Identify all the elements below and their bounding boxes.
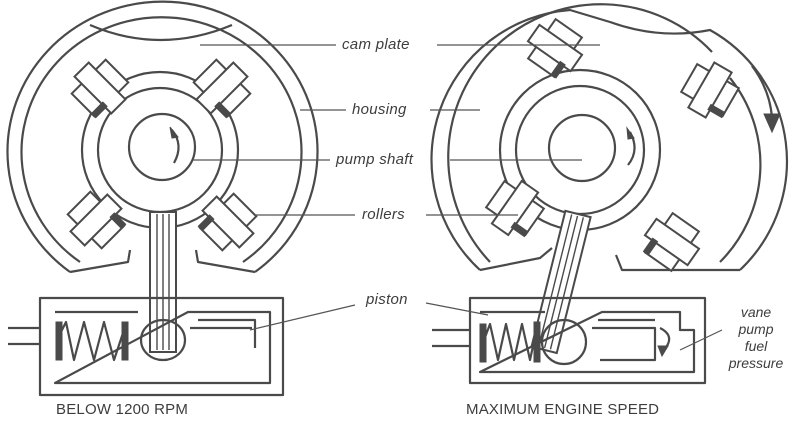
caption-maximum-engine-speed: MAXIMUM ENGINE SPEED <box>466 401 660 418</box>
label-line: vane <box>740 304 772 320</box>
left-link-rod <box>149 211 177 353</box>
caption-below-1200-rpm: BELOW 1200 RPM <box>56 401 189 418</box>
right-piston-housing <box>432 296 707 385</box>
left-roller-top-left <box>70 58 130 119</box>
label-cam-plate: cam plate <box>342 36 410 53</box>
left-spring <box>57 320 126 362</box>
right-housing <box>430 8 789 271</box>
right-assembly <box>430 3 789 385</box>
left-housing <box>6 0 319 273</box>
right-roller-right <box>679 61 741 119</box>
left-pump-shaft <box>127 112 197 182</box>
left-piston <box>139 318 187 362</box>
left-cam-plate <box>89 23 233 42</box>
right-spring <box>482 322 538 362</box>
label-housing: housing <box>352 101 407 118</box>
left-roller-bottom-left <box>66 190 127 250</box>
label-pump-shaft: pump shaft <box>336 151 414 168</box>
left-roller-bottom-right <box>197 192 258 252</box>
label-line: pump <box>738 321 774 337</box>
right-roller-bottom <box>642 211 701 273</box>
right-roller-left <box>484 179 546 238</box>
leader-lines <box>193 44 723 351</box>
right-piston <box>540 318 588 366</box>
left-roller-top-right <box>192 58 252 119</box>
label-line: fuel <box>744 338 768 354</box>
left-assembly <box>6 0 319 397</box>
right-roller-top <box>526 17 584 79</box>
label-rollers: rollers <box>362 206 405 223</box>
label-line: pressure <box>728 355 784 371</box>
rotation-direction-arrow-icon <box>751 65 781 134</box>
right-pump-shaft <box>547 113 617 183</box>
right-link-rod <box>530 209 592 355</box>
label-piston: piston <box>366 291 408 308</box>
label-vane-pump-fuel-pressure: vane pump fuel pressure <box>716 304 796 372</box>
left-piston-housing <box>8 296 285 397</box>
